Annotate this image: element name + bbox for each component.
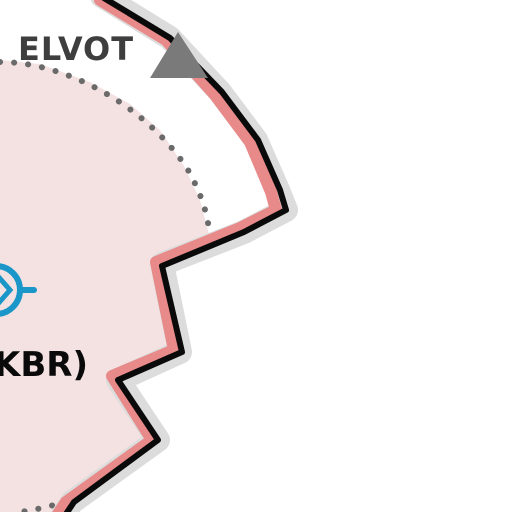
waypoint-label: ELVOT xyxy=(18,30,134,68)
airport-label: KBR) xyxy=(0,345,88,385)
airport-icon[interactable] xyxy=(0,263,37,317)
airport-diamond xyxy=(0,274,14,306)
triangle-waypoint-icon[interactable] xyxy=(150,32,208,78)
border-line xyxy=(63,0,289,512)
border-inner-highlight xyxy=(52,0,282,512)
dotted-airspace-boundary xyxy=(0,59,213,241)
region-fill-area xyxy=(0,60,210,512)
